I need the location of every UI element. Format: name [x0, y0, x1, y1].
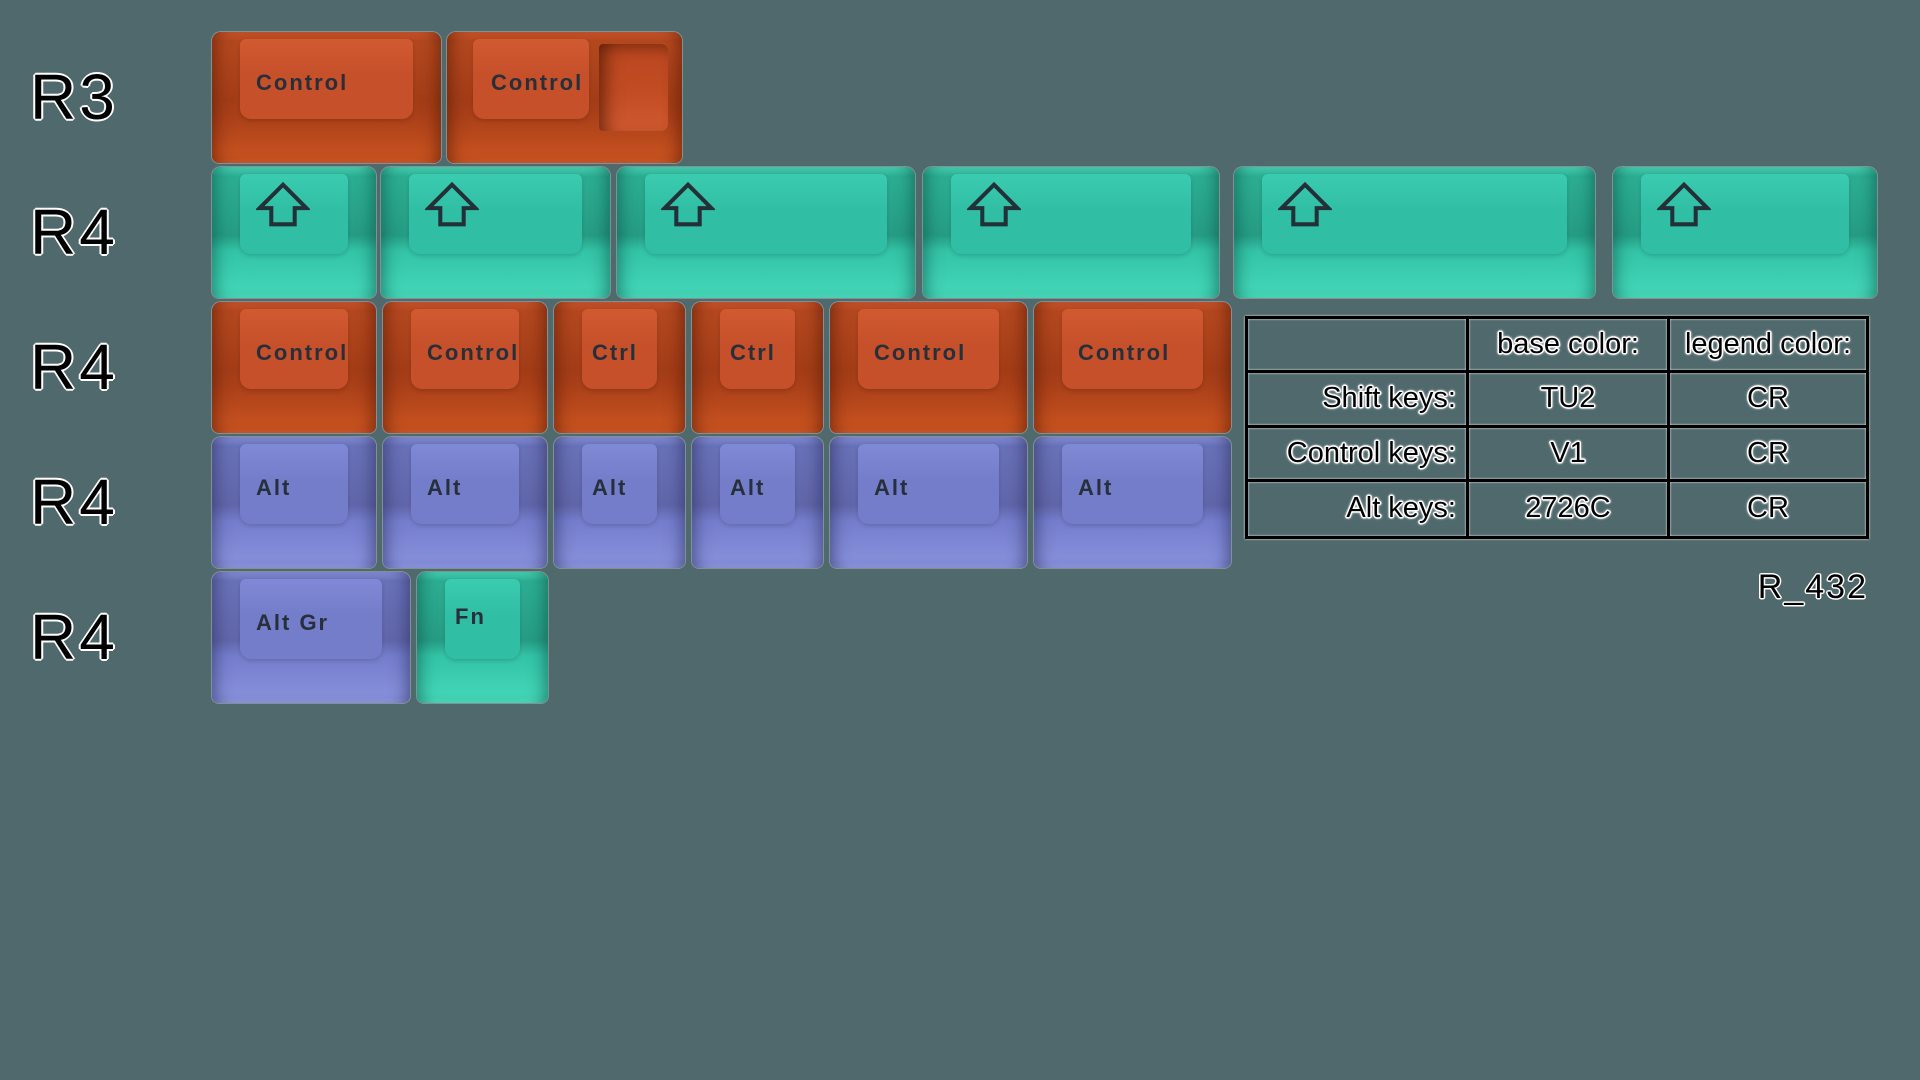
spec-row-label: Control keys: — [1248, 427, 1469, 482]
spec-header-empty — [1248, 319, 1469, 374]
key-ctrl[interactable]: Ctrl — [554, 302, 685, 433]
shift-arrow-icon — [661, 181, 715, 227]
spec-row-label: Alt keys: — [1248, 481, 1469, 536]
keycap-top-face — [409, 174, 582, 254]
spec-header-base-color: base color: — [1469, 319, 1670, 374]
keycap-top-face — [858, 309, 999, 389]
keycap-top-face — [1062, 444, 1203, 524]
keycap-top-face — [1641, 174, 1849, 254]
key-alt[interactable]: Alt — [212, 437, 376, 568]
key-altgr[interactable]: Alt Gr — [212, 572, 410, 703]
spec-base-color-value: V1 — [1469, 427, 1670, 482]
key-legend: Control — [491, 70, 584, 95]
key-ctrl[interactable]: Ctrl — [692, 302, 823, 433]
key-shift[interactable] — [381, 167, 610, 298]
key-alt[interactable]: Alt — [830, 437, 1027, 568]
key-legend: Control — [256, 340, 349, 365]
spec-header-legend-color: legend color: — [1670, 319, 1866, 374]
key-control[interactable]: Control — [1034, 302, 1231, 433]
key-control[interactable]: Control — [383, 302, 547, 433]
key-legend: Alt — [874, 475, 910, 500]
key-legend: Alt — [256, 475, 292, 500]
keycap-top-face — [240, 444, 348, 524]
row-label-r4-3: R4 — [30, 466, 118, 538]
spec-base-color-value: 2726C — [1469, 481, 1670, 536]
keycap-top-face — [240, 579, 382, 659]
key-control[interactable]: Control — [212, 302, 376, 433]
keycap-top-face — [411, 309, 519, 389]
key-shift[interactable] — [617, 167, 915, 298]
key-legend: Alt — [730, 475, 766, 500]
color-spec-table: base color: legend color: Shift keys: TU… — [1245, 316, 1869, 539]
key-alt[interactable]: Alt — [554, 437, 685, 568]
shift-arrow-icon — [425, 181, 479, 227]
key-legend: Ctrl — [730, 340, 776, 365]
shift-arrow-icon — [1657, 181, 1711, 227]
row-label-r4-1: R4 — [30, 196, 118, 268]
key-shift[interactable] — [212, 167, 376, 298]
shift-arrow-icon — [256, 181, 310, 227]
key-legend: Alt Gr — [256, 610, 330, 635]
keycap-top-face — [1062, 309, 1203, 389]
keycap-top-face — [582, 309, 657, 389]
spec-row-label: Shift keys: — [1248, 373, 1469, 428]
spec-base-color-value: TU2 — [1469, 373, 1670, 428]
keycap-top-face — [445, 579, 520, 659]
key-fn[interactable]: Fn — [417, 572, 548, 703]
key-legend: Alt — [427, 475, 463, 500]
keycap-top-face — [720, 444, 795, 524]
shift-arrow-icon — [967, 181, 1021, 227]
key-legend: Fn — [455, 604, 486, 629]
keycap-top-face — [473, 39, 589, 119]
keycap-top-face — [240, 39, 413, 119]
row-label-r4-4: R4 — [30, 601, 118, 673]
shift-arrow-icon — [1278, 181, 1332, 227]
key-legend: Alt — [592, 475, 628, 500]
key-legend: Control — [427, 340, 520, 365]
key-control[interactable]: Control — [830, 302, 1027, 433]
row-label-r3: R3 — [30, 61, 118, 133]
row-label-r4-2: R4 — [30, 331, 118, 403]
keycap-top-face — [582, 444, 657, 524]
spec-legend-color-value: CR — [1670, 428, 1866, 482]
keycap-step — [599, 44, 668, 131]
keycap-top-face — [858, 444, 999, 524]
spec-legend-color-value: CR — [1747, 492, 1789, 525]
key-legend: Ctrl — [592, 340, 638, 365]
key-control-stepped[interactable]: Control — [447, 32, 682, 163]
keycap-top-face — [240, 309, 348, 389]
key-shift[interactable] — [1234, 167, 1595, 298]
key-legend: Control — [874, 340, 967, 365]
key-legend: Control — [256, 70, 349, 95]
keycap-top-face — [411, 444, 519, 524]
kit-code: R_432 — [1757, 568, 1868, 606]
key-legend: Control — [1078, 340, 1171, 365]
key-shift[interactable] — [923, 167, 1219, 298]
spec-legend-color-value: CR — [1670, 373, 1866, 428]
keycap-top-face — [1262, 174, 1567, 254]
key-alt[interactable]: Alt — [1034, 437, 1231, 568]
key-shift[interactable] — [1613, 167, 1877, 298]
keycap-top-face — [720, 309, 795, 389]
key-alt[interactable]: Alt — [692, 437, 823, 568]
key-alt[interactable]: Alt — [383, 437, 547, 568]
key-legend: Alt — [1078, 475, 1114, 500]
key-control[interactable]: Control — [212, 32, 441, 163]
